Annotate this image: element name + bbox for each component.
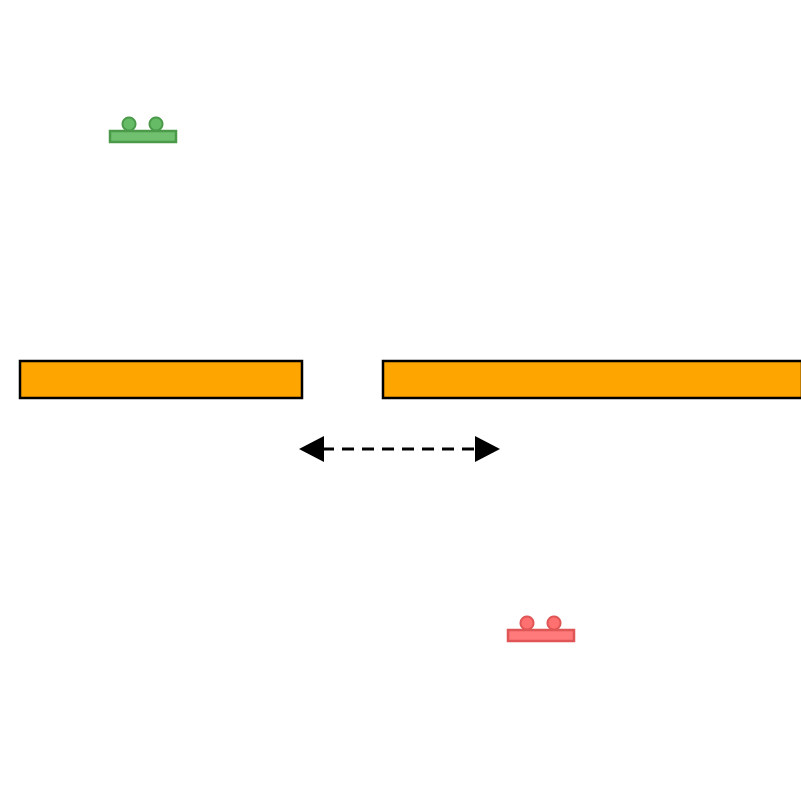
arrow-right-head-icon: [475, 436, 500, 462]
goal-agent[interactable]: [108, 116, 178, 144]
start-agent[interactable]: [506, 615, 576, 643]
start-agent-wheel-left: [519, 615, 535, 631]
goal-agent-wheel-left: [121, 116, 137, 132]
goal-agent-wheel-right: [148, 116, 164, 132]
start-agent-body: [506, 628, 576, 643]
gap-width-arrow: [299, 436, 500, 462]
goal-agent-body: [108, 129, 178, 144]
right-wall-segment: [381, 359, 801, 400]
arrow-left-head-icon: [299, 436, 324, 462]
left-wall-segment: [18, 359, 304, 400]
start-agent-wheel-right: [546, 615, 562, 631]
